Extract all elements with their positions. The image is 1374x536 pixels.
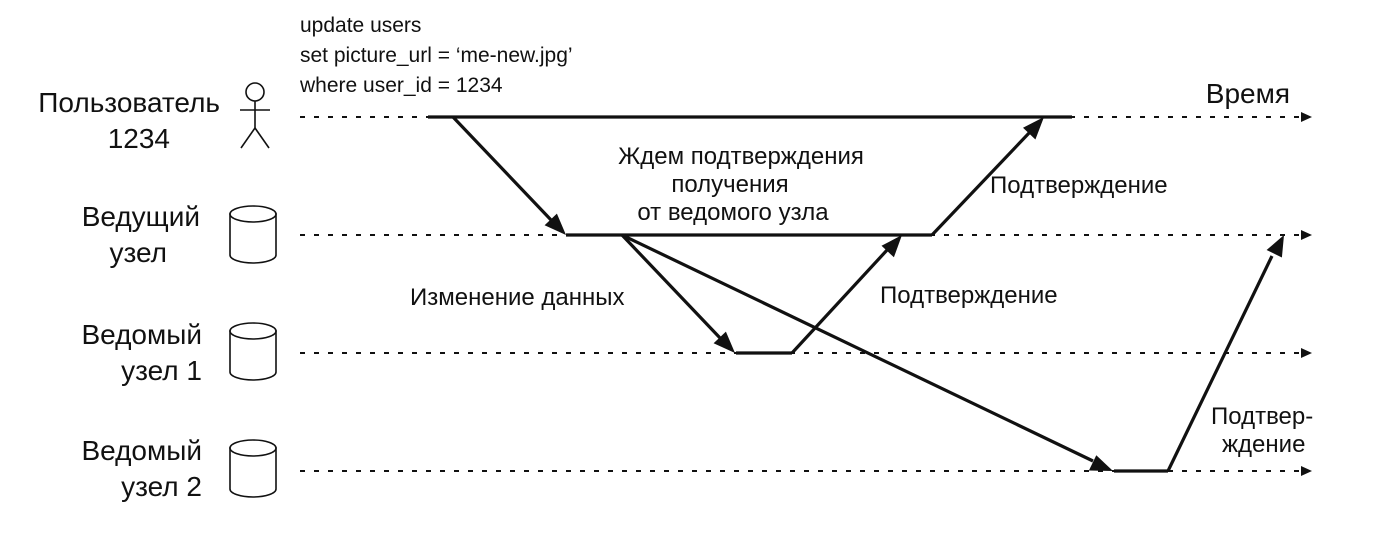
time-axis-label: Время — [1206, 78, 1290, 109]
timeline-user — [300, 112, 1312, 122]
ack-follower2-line2: ждение — [1222, 431, 1305, 458]
ack-follower1-label: Подтверждение — [880, 282, 1058, 309]
timeline-user-arrowhead — [1301, 112, 1312, 122]
actor-user-line1: Пользователь — [38, 87, 220, 118]
actor-follower2-line1: Ведомый — [81, 435, 202, 466]
arrow-follower1-ack-to-leader — [790, 235, 902, 355]
actor-user-label: Пользователь 1234 — [38, 87, 220, 154]
ack-follower2-line1: Подтвер- — [1211, 403, 1313, 430]
sql-line-where: where user_id = 1234 — [299, 74, 503, 97]
sql-line-update: update users — [300, 14, 421, 37]
wait-label-line2: получения — [671, 171, 788, 198]
arrow-user-to-leader — [451, 115, 566, 235]
actor-user-line2: 1234 — [108, 123, 170, 154]
actor-follower1-line1: Ведомый — [81, 319, 202, 350]
arrow-leader-to-follower2 — [621, 233, 1113, 471]
wait-label-line3: от ведомого узла — [637, 199, 829, 226]
wait-for-ack-label: Ждем подтверждения получения от ведомого… — [618, 143, 864, 226]
arrow-leader-to-follower1 — [620, 233, 735, 353]
timeline-follower1-arrowhead — [1301, 348, 1312, 358]
actor-leader-line2: узел — [109, 237, 167, 268]
sql-line-set: set picture_url = ‘me-new.jpg’ — [300, 44, 573, 67]
timeline-follower2 — [300, 466, 1312, 476]
timeline-leader-arrowhead — [1301, 230, 1312, 240]
ack-leader-to-user-label: Подтверждение — [990, 172, 1168, 199]
wait-label-line1: Ждем подтверждения — [618, 143, 864, 170]
data-change-label: Изменение данных — [410, 284, 625, 311]
database-icon-leader — [229, 205, 277, 264]
actor-leader-label: Ведущий узел — [82, 201, 200, 268]
person-icon — [240, 82, 270, 149]
database-icon-follower2 — [229, 439, 277, 498]
actor-follower1-line2: узел 1 — [121, 355, 202, 386]
timeline-leader — [300, 230, 1312, 240]
timeline-follower1 — [300, 348, 1312, 358]
actor-follower2-line2: узел 2 — [121, 471, 202, 502]
sql-query: update users set picture_url = ‘me-new.j… — [299, 14, 573, 97]
actor-follower2-label: Ведомый узел 2 — [81, 435, 202, 502]
timeline-follower2-arrowhead — [1301, 466, 1312, 476]
actor-follower1-label: Ведомый узел 1 — [81, 319, 202, 386]
arrow-leader-ack-to-user — [930, 117, 1044, 237]
ack-follower2-label: Подтвер- ждение — [1211, 403, 1313, 458]
actor-leader-line1: Ведущий — [82, 201, 200, 232]
database-icon-follower1 — [229, 322, 277, 381]
arrow-follower2-ack-to-leader — [1166, 235, 1284, 472]
